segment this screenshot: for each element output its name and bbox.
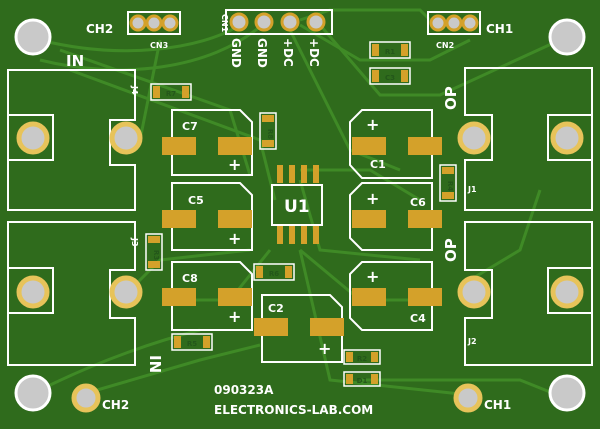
pad-j1-b	[550, 121, 584, 155]
ch2-top-label: CH2	[86, 22, 113, 36]
pin-cn3-2	[145, 14, 163, 32]
c6-label: C6	[410, 196, 426, 209]
pad-j4-a	[16, 121, 50, 155]
pad-c6-a	[352, 210, 386, 228]
pin-cn1-3	[280, 12, 300, 32]
u1-label: U1	[284, 197, 310, 217]
c8-plus-mark: +	[228, 307, 241, 326]
pad-c5-a	[162, 210, 196, 228]
r1-label: R1	[385, 48, 395, 56]
c7-plus-mark: +	[228, 155, 241, 174]
pad-ch2-bottom	[71, 383, 101, 413]
c3-label: C3	[385, 74, 395, 82]
mounting-hole-bottom-right	[548, 374, 586, 412]
r7-label: R7	[166, 90, 176, 98]
pin-cn1-4	[306, 12, 326, 32]
through-hole-pads	[16, 12, 584, 413]
pin-cn1-1	[229, 12, 249, 32]
c1-label: C1	[370, 158, 386, 171]
pad-c7-a	[162, 137, 196, 155]
mounting-holes	[14, 18, 586, 412]
pad-c1-a	[352, 137, 386, 155]
pad-c8-b	[218, 288, 252, 306]
mounting-hole-bottom-left	[14, 374, 52, 412]
r4-label: R4	[446, 181, 454, 191]
ch1-bottom-label: CH1	[484, 398, 511, 412]
board-code: 090323A	[214, 383, 274, 397]
pin-cn1-2	[254, 12, 274, 32]
pin-cn2-3	[461, 14, 479, 32]
pad-u1-3	[301, 165, 307, 183]
pad-u1-6	[289, 226, 295, 244]
gnd2-label: GND	[255, 38, 269, 68]
c2-plus-mark: +	[318, 339, 331, 358]
pin-cn3-3	[161, 14, 179, 32]
pad-u1-5	[277, 226, 283, 244]
silkscreen-text: IN IN OP OP CH2 CH1 CH2 CH1 CN3 CN2 CN1 …	[66, 14, 513, 417]
c5-label: C5	[188, 194, 204, 207]
in-label: IN	[66, 52, 84, 70]
j4-label: J4	[130, 85, 139, 95]
pad-c2-b	[310, 318, 344, 336]
pad-c2-a	[254, 318, 288, 336]
pad-c1-b	[408, 137, 442, 155]
pad-u1-2	[289, 165, 295, 183]
pin-cn3-1	[129, 14, 147, 32]
pad-j4-b	[109, 121, 143, 155]
c1-plus-mark: +	[366, 115, 379, 134]
pin-cn2-2	[445, 14, 463, 32]
mounting-hole-top-right	[548, 18, 586, 56]
mounting-hole-top-left	[14, 18, 52, 56]
ch1-top-label: CH1	[486, 22, 513, 36]
pad-j1-a	[457, 121, 491, 155]
pad-c6-b	[408, 210, 442, 228]
pad-c4-b	[408, 288, 442, 306]
d1-label: D1	[357, 377, 368, 385]
pad-c8-a	[162, 288, 196, 306]
c4-label: C4	[410, 312, 426, 325]
small-footprints: R1 C3 R7 R8 R4 R3 R6	[145, 41, 457, 387]
dc1-label: +DC	[281, 38, 295, 67]
pin-cn2-1	[429, 14, 447, 32]
r3-label: R3	[152, 250, 160, 260]
c5-plus-mark: +	[228, 229, 241, 248]
cn3-label: CN3	[150, 41, 168, 50]
pad-c7-b	[218, 137, 252, 155]
op-top-label: OP	[442, 86, 460, 110]
pad-u1-1	[277, 165, 283, 183]
c2-label: C2	[268, 302, 284, 315]
pad-u1-7	[301, 226, 307, 244]
cn1-label: CN1	[220, 14, 229, 33]
pad-ch1-bottom	[453, 383, 483, 413]
j1-label: J1	[467, 185, 477, 194]
cn2-label: CN2	[436, 41, 454, 50]
smd-pads	[162, 137, 442, 336]
pad-u1-8	[313, 226, 319, 244]
c8-label: C8	[182, 272, 198, 285]
pad-j3-a	[16, 275, 50, 309]
dc2-label: +DC	[307, 38, 321, 67]
r8-label: R8	[266, 129, 274, 139]
website-label: ELECTRONICS-LAB.COM	[214, 403, 373, 417]
c6-plus-mark: +	[366, 189, 379, 208]
c7-label: C7	[182, 120, 198, 133]
pad-c5-b	[218, 210, 252, 228]
pad-u1-4	[313, 165, 319, 183]
pad-c4-a	[352, 288, 386, 306]
r5-label: R5	[187, 340, 197, 348]
j2-label: J2	[467, 337, 477, 346]
r2-label: R2	[357, 355, 367, 363]
j3-label: J3	[130, 237, 139, 247]
r6-label: R6	[269, 270, 279, 278]
gnd1-label: GND	[229, 38, 243, 68]
pad-j2-a	[457, 275, 491, 309]
ch2-bottom-label: CH2	[102, 398, 129, 412]
in-rotated-label: IN	[146, 355, 164, 373]
op-bottom-label: OP	[442, 238, 460, 262]
pad-j2-b	[550, 275, 584, 309]
pad-j3-b	[109, 275, 143, 309]
c4-plus-mark: +	[366, 267, 379, 286]
